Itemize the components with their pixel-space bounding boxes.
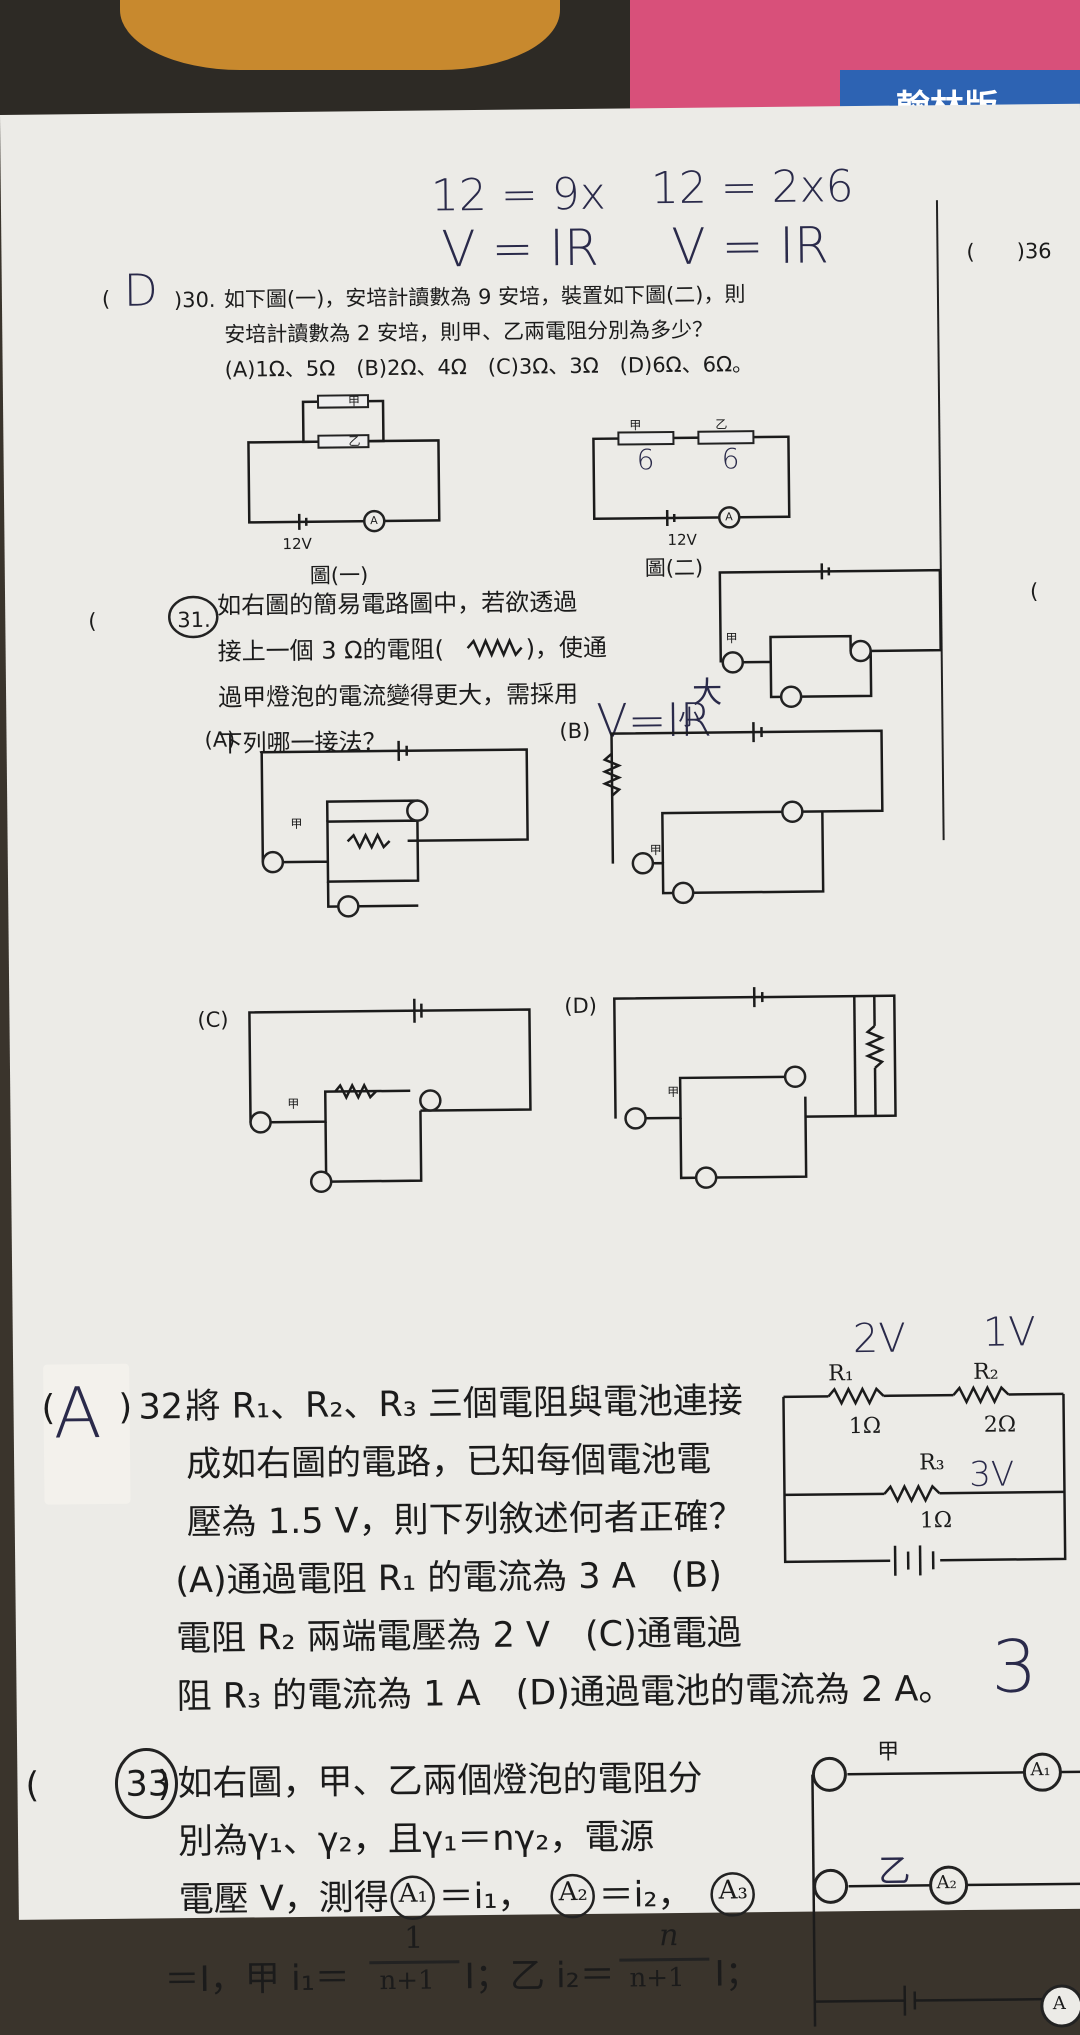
q31-option-b-label: (B) bbox=[559, 714, 590, 748]
q32-r2-value: 2Ω bbox=[984, 1412, 1017, 1437]
q33-line4c: I； bbox=[714, 1945, 760, 2003]
q30-handwritten-answer: D bbox=[124, 265, 158, 316]
fig1-label-jia: 甲 bbox=[348, 392, 360, 409]
q33-frac2-den: n+1 bbox=[629, 1963, 684, 1994]
ammeter-a1-text: A₁ bbox=[398, 1879, 428, 1909]
q32-line4: (A)通過電阻 R₁ 的電流為 3 A (B) bbox=[175, 1547, 722, 1611]
q31-option-b-circuit bbox=[601, 721, 903, 924]
q31-d-label-jia: 甲 bbox=[667, 1083, 679, 1100]
q32-handwritten-1v: 1V bbox=[983, 1309, 1036, 1356]
q33-circuit bbox=[787, 1744, 1080, 2027]
q31-c-label-jia: 甲 bbox=[287, 1095, 299, 1112]
q33-circuit-a3: A bbox=[1053, 1993, 1066, 2014]
q32-r2-label: R₂ bbox=[973, 1360, 999, 1385]
q33-line2: 別為γ₁、γ₂，且γ₁＝nγ₂，電源 bbox=[178, 1808, 655, 1871]
q32-r1-value: 1Ω bbox=[849, 1414, 882, 1439]
q32-line3: 壓為 1.5 V，則下列敘述何者正確？ bbox=[186, 1488, 743, 1552]
q31-option-d-label: (D) bbox=[564, 989, 597, 1023]
fig1-label-yi: 乙 bbox=[348, 432, 360, 449]
q32-line2: 成如右圖的電路，已知每個電池電 bbox=[186, 1431, 712, 1494]
q30-number: )30. bbox=[174, 283, 216, 317]
q30-options: (A)1Ω、5Ω (B)2Ω、4Ω (C)3Ω、3Ω (D)6Ω、6Ω。 bbox=[225, 347, 754, 387]
q33-line3b: ＝i₁， bbox=[438, 1868, 532, 1927]
q32-line1: 將 R₁、R₂、R₃ 三個電阻與電池連接 bbox=[185, 1372, 743, 1436]
column-divider bbox=[936, 200, 945, 840]
fig1-ammeter-label: A bbox=[370, 514, 378, 527]
q32-r3-value: 1Ω bbox=[920, 1508, 953, 1533]
ammeter-a2-text: A₂ bbox=[558, 1877, 588, 1907]
q31-line3: 過甲燈泡的電流變得更大，需採用 bbox=[218, 671, 578, 721]
q31-ref-label-jia: 甲 bbox=[725, 629, 737, 646]
handwritten-equation-3: V = IR bbox=[441, 219, 599, 279]
q32-handwritten-answer: A bbox=[53, 1372, 102, 1454]
resistor-symbol-inline bbox=[466, 638, 526, 659]
fig2-ammeter-label: A bbox=[725, 510, 733, 523]
q32-handwritten-3: 3 bbox=[991, 1624, 1038, 1708]
fig2-voltage: 12V bbox=[667, 531, 697, 549]
q31-option-d-circuit bbox=[604, 985, 926, 1218]
ammeter-a3-text: A₃ bbox=[718, 1875, 748, 1905]
q31-a-label-jia: 甲 bbox=[290, 815, 302, 832]
q31-line1: 如右圖的簡易電路圖中，若欲透過 bbox=[217, 579, 577, 629]
worksheet-page: 12 = 9x 12 = 2x6 V = IR V = IR ( )36 ( (… bbox=[0, 104, 1080, 1920]
q31-option-c-label: (C) bbox=[197, 1003, 228, 1037]
q33-line4b: I；乙 i₂＝ bbox=[464, 1947, 615, 2007]
q33-frac1-bar bbox=[369, 1960, 459, 1964]
q31-paren: ( bbox=[88, 604, 97, 638]
q32-circuit bbox=[778, 1384, 1070, 1597]
q32-r1-label: R₁ bbox=[828, 1361, 854, 1386]
q33-label-jia: 甲 bbox=[877, 1734, 899, 1766]
q32-handwritten-3v: 3V bbox=[969, 1454, 1014, 1494]
q33-line3c: ＝i₂， bbox=[598, 1866, 692, 1925]
q33-paren: ( bbox=[25, 1757, 39, 1815]
q31-reference-circuit bbox=[710, 560, 952, 723]
q33-number: 33 bbox=[125, 1755, 170, 1813]
q33-frac1-den: n+1 bbox=[379, 1966, 434, 1997]
q31-line2: 接上一個 3 Ω的電阻( bbox=[217, 626, 444, 674]
q33-line3a: 電壓 V，測得 bbox=[178, 1869, 389, 1929]
q33-line4: ＝I，甲 i₁＝ bbox=[164, 1949, 350, 2009]
q33-circuit-a2: A₂ bbox=[936, 1872, 956, 1893]
fig2-caption: 圖(二) bbox=[645, 551, 704, 586]
handwritten-equation-2: 12 = 2x6 bbox=[651, 161, 854, 214]
q31-b-label-jia: 甲 bbox=[650, 841, 662, 858]
q33-circuit-a1: A₁ bbox=[1030, 1759, 1050, 1780]
q33-frac2-num: n bbox=[659, 1918, 679, 1953]
fig2-handwritten-6a: 6 bbox=[636, 443, 654, 476]
fig2-label-jia: 甲 bbox=[629, 416, 641, 433]
orange-object bbox=[120, 0, 560, 70]
q30-figure-1 bbox=[238, 380, 450, 562]
q33-label-yi: 乙 bbox=[878, 1846, 910, 1892]
q32-line6: 阻 R₃ 的電流為 1 A (D)通過電池的電流為 2 A。 bbox=[176, 1660, 953, 1726]
handwritten-equation-4: V = IR bbox=[671, 216, 829, 276]
q33-line1: 如右圖，甲、乙兩個燈泡的電阻分 bbox=[177, 1750, 703, 1813]
q32-line5: 電阻 R₂ 兩端電壓為 2 V (C)通電過 bbox=[176, 1604, 742, 1668]
fig1-voltage: 12V bbox=[282, 535, 312, 553]
q32-r3-label: R₃ bbox=[919, 1450, 945, 1475]
q32-handwritten-2v: 2V bbox=[853, 1316, 906, 1363]
question-36-number: ( )36 bbox=[966, 234, 1051, 269]
fig2-label-yi: 乙 bbox=[715, 415, 727, 432]
q33-frac2-bar bbox=[619, 1958, 709, 1962]
q31-number: 31. bbox=[177, 603, 211, 637]
q30-line1: 如下圖(一)，安培計讀數為 9 安培，裝置如下圖(二)，則 bbox=[224, 277, 746, 316]
question-right-paren: ( bbox=[1030, 574, 1039, 608]
q31-option-c-circuit bbox=[239, 989, 541, 1192]
q30-figure-2 bbox=[588, 417, 799, 549]
q33-frac1-num: 1 bbox=[404, 1921, 423, 1956]
fig2-handwritten-6b: 6 bbox=[721, 442, 739, 475]
q32-close-paren: ) bbox=[118, 1379, 132, 1437]
handwritten-equation-1: 12 = 9x bbox=[431, 169, 606, 222]
q30-line2: 安培計讀數為 2 安培，則甲、乙兩電阻分別為多少？ bbox=[224, 313, 713, 352]
q30-paren: ( bbox=[102, 282, 111, 316]
q31-line2b: )，使通 bbox=[525, 625, 607, 672]
q31-option-a-label: (A) bbox=[204, 723, 235, 757]
